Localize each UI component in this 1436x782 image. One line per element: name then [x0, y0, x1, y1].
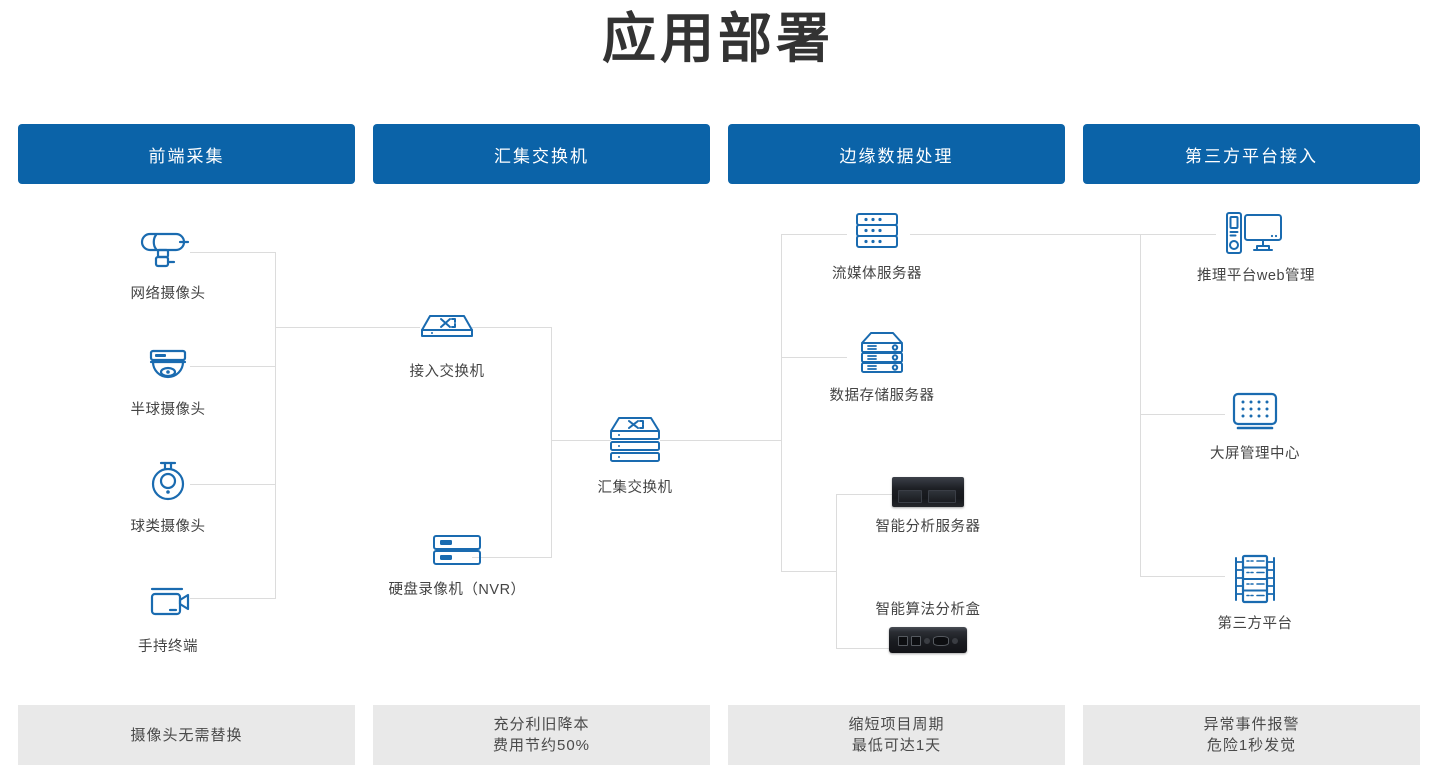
node-streaming-server[interactable]: 流媒体服务器: [817, 208, 937, 283]
node-label: 大屏管理中心: [1210, 446, 1300, 462]
nvr-icon: [372, 528, 542, 572]
connector-column2-vertical-bus: [551, 327, 552, 558]
footer-benefit-1: 摄像头无需替换: [18, 705, 355, 765]
node-label: 流媒体服务器: [832, 266, 922, 282]
connector-column1-vertical-bus: [275, 252, 276, 599]
footer-line-2: 最低可达1天: [851, 737, 942, 754]
connector-access-switch-to-bus: [472, 327, 552, 328]
node-inference-web-management[interactable]: 推理平台web管理: [1186, 208, 1326, 285]
node-label: 接入交换机: [409, 364, 485, 380]
connector-bus-to-web-mgmt: [1140, 234, 1216, 235]
ptz-camera-icon: [108, 455, 228, 509]
connector-ai-sub-to-ai-server: [836, 494, 892, 495]
node-label: 智能算法分析盒: [875, 602, 981, 618]
connector-ai-sub-to-ai-box: [836, 648, 892, 649]
footer-line-2: 费用节约50%: [492, 737, 591, 754]
ip-camera-icon: [108, 222, 228, 276]
footer-line-1: 充分利旧降本: [493, 716, 590, 733]
connector-column2-to-agg-switch: [551, 440, 611, 441]
footer-benefit-4: 异常事件报警 危险1秒发觉: [1083, 705, 1420, 765]
node-label: 数据存储服务器: [829, 388, 935, 404]
streaming-server-icon: [817, 208, 937, 256]
node-label: 手持终端: [138, 639, 198, 655]
node-ai-analysis-server[interactable]: 智能分析服务器: [866, 475, 990, 536]
connector-agg-switch-to-column3: [660, 440, 782, 441]
column-header-third-party-access[interactable]: 第三方平台接入: [1083, 124, 1420, 184]
connector-ptzcam-to-bus: [190, 484, 276, 485]
dome-camera-icon: [108, 338, 228, 392]
node-handheld-terminal[interactable]: 手持终端: [108, 575, 228, 656]
inference-web-management-icon: [1186, 208, 1326, 258]
footer-line-1: 摄像头无需替换: [130, 726, 243, 744]
node-bigscreen-control-center[interactable]: 大屏管理中心: [1193, 388, 1317, 463]
column-header-label: 汇集交换机: [494, 146, 589, 166]
connector-ai-sub-vertical-bus: [836, 494, 837, 648]
node-access-switch[interactable]: 接入交换机: [387, 300, 507, 381]
connector-stream-server-to-column4: [910, 234, 1140, 235]
node-ai-algorithm-box[interactable]: 智能算法分析盒: [866, 598, 990, 655]
column-header-label: 第三方平台接入: [1185, 146, 1318, 166]
node-storage-server[interactable]: 数据存储服务器: [820, 328, 944, 405]
page-title: 应用部署: [602, 9, 834, 69]
footer-benefit-2: 充分利旧降本 费用节约50%: [373, 705, 710, 765]
column-header-edge-data-processing[interactable]: 边缘数据处理: [728, 124, 1065, 184]
footer-line-2: 危险1秒发觉: [1206, 737, 1297, 754]
connector-ipcam-to-bus: [190, 252, 276, 253]
node-label: 球类摄像头: [130, 519, 206, 535]
handheld-terminal-icon: [108, 575, 228, 629]
connector-bus-to-third-party: [1140, 576, 1225, 577]
node-label: 第三方平台: [1217, 616, 1293, 632]
ai-algorithm-box-icon: [866, 625, 990, 655]
ai-analysis-server-icon: [866, 475, 990, 509]
third-party-platform-icon: [1193, 552, 1317, 606]
node-dome-camera[interactable]: 半球摄像头: [108, 338, 228, 419]
aggregation-switch-icon: [575, 412, 695, 470]
column-header-label: 边缘数据处理: [839, 146, 954, 166]
connector-column3-vertical-bus: [781, 234, 782, 571]
node-label: 汇集交换机: [597, 480, 673, 496]
node-aggregation-switch[interactable]: 汇集交换机: [575, 412, 695, 497]
connector-bus-to-access-switch: [275, 327, 420, 328]
connector-domecam-to-bus: [190, 366, 276, 367]
access-switch-icon: [387, 300, 507, 354]
node-ptz-camera[interactable]: 球类摄像头: [108, 455, 228, 536]
node-ip-camera[interactable]: 网络摄像头: [108, 222, 228, 303]
footer-line-1: 异常事件报警: [1203, 716, 1300, 733]
connector-column4-vertical-bus: [1140, 234, 1141, 576]
bigscreen-control-center-icon: [1193, 388, 1317, 436]
connector-bus-to-stream-server: [781, 234, 847, 235]
column-header-label: 前端采集: [148, 146, 225, 166]
connector-nvr-to-bus: [472, 557, 552, 558]
node-label: 智能分析服务器: [875, 519, 981, 535]
node-label: 硬盘录像机（NVR）: [388, 582, 526, 598]
connector-bus-to-bigscreen: [1140, 414, 1225, 415]
node-label: 网络摄像头: [130, 286, 206, 302]
connector-bus-to-ai-sub-bus: [781, 571, 836, 572]
column-header-aggregation-switch[interactable]: 汇集交换机: [373, 124, 710, 184]
storage-server-icon: [820, 328, 944, 378]
footer-line-1: 缩短项目周期: [848, 716, 945, 733]
node-label: 推理平台web管理: [1196, 268, 1316, 284]
connector-bus-to-storage-server: [781, 357, 847, 358]
footer-benefit-3: 缩短项目周期 最低可达1天: [728, 705, 1065, 765]
node-third-party-platform[interactable]: 第三方平台: [1193, 552, 1317, 633]
connector-handheld-to-bus: [190, 598, 276, 599]
column-header-front-end-capture[interactable]: 前端采集: [18, 124, 355, 184]
node-nvr[interactable]: 硬盘录像机（NVR）: [372, 528, 542, 599]
node-label: 半球摄像头: [130, 402, 206, 418]
